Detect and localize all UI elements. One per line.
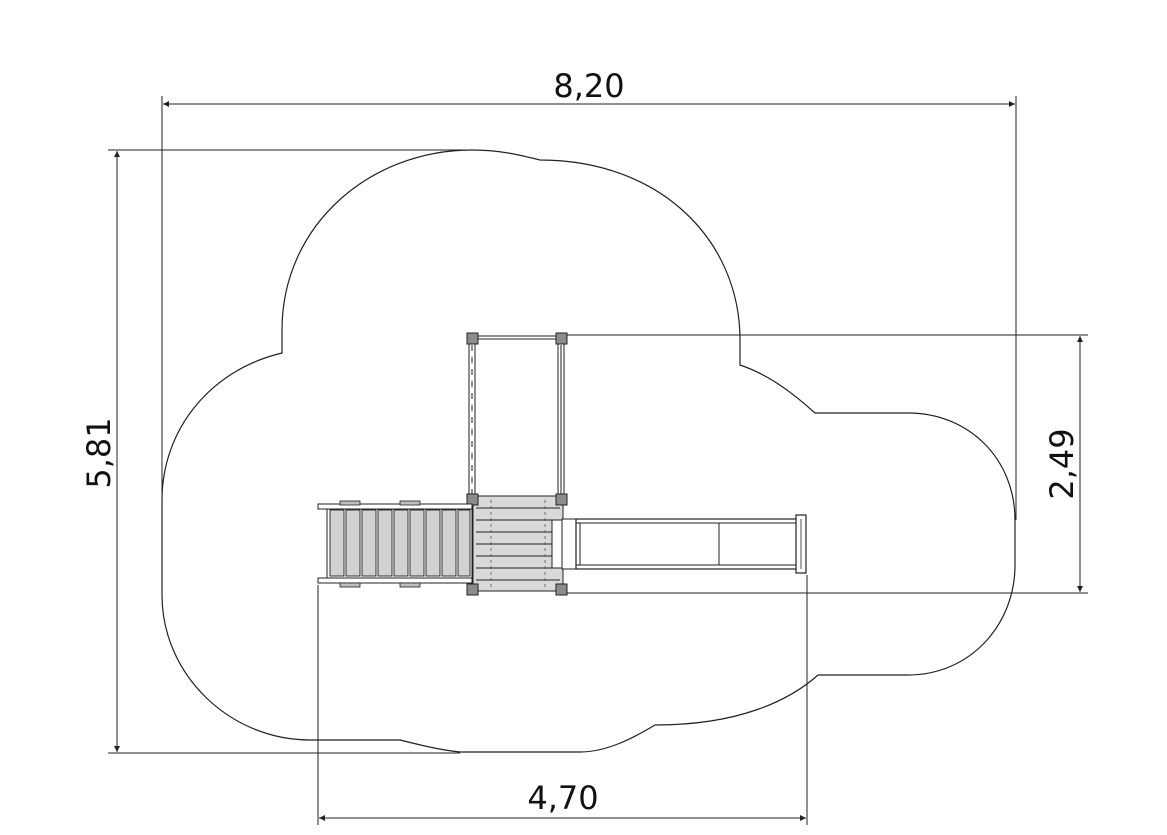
ramp-slat xyxy=(345,509,361,577)
post-bottom-left xyxy=(466,583,479,596)
ramp-slat xyxy=(409,509,425,577)
safety-zone-outline xyxy=(161,149,1016,753)
ramp-bracket xyxy=(339,582,361,588)
dimension-equipment-width: 4,70 xyxy=(317,575,808,825)
ramp-slat xyxy=(457,509,471,577)
post-mid-left xyxy=(466,493,479,506)
slide-bed xyxy=(575,518,799,570)
slide-entry xyxy=(561,518,577,570)
ramp-rail-bottom xyxy=(317,577,473,584)
ramp-rail-top xyxy=(317,503,473,510)
dimension-label-width: 8,20 xyxy=(553,67,624,105)
platform-deck xyxy=(472,495,564,592)
climbing-ramp xyxy=(317,500,473,588)
slide xyxy=(561,514,807,574)
frame-top-beam xyxy=(471,335,562,340)
ramp-bracket xyxy=(399,500,421,506)
post-top-left xyxy=(466,332,479,345)
ramp-slat xyxy=(441,509,457,577)
post-bottom-right xyxy=(555,583,568,596)
ramp-slat xyxy=(377,509,393,577)
dimension-label-equipment-depth: 2,49 xyxy=(1043,428,1081,499)
ramp-slat xyxy=(329,509,345,577)
ramp-slat xyxy=(361,509,377,577)
dimension-overall-width: 8,20 xyxy=(161,67,1017,520)
dimension-label-depth: 5,81 xyxy=(80,417,118,488)
ramp-bracket xyxy=(399,582,421,588)
corner-posts xyxy=(466,332,568,596)
upper-frame xyxy=(468,335,565,499)
post-mid-right xyxy=(555,493,568,506)
ramp-bracket xyxy=(339,500,361,506)
deck-edge-trim xyxy=(551,519,563,569)
post-top-right xyxy=(555,332,568,345)
dimension-label-equipment-width: 4,70 xyxy=(527,779,598,817)
ramp-slat xyxy=(425,509,441,577)
dimension-equipment-depth: 2,49 xyxy=(565,334,1088,594)
ramp-slat xyxy=(393,509,409,577)
playground-equipment xyxy=(317,332,807,596)
dimension-overall-depth: 5,81 xyxy=(80,149,472,754)
